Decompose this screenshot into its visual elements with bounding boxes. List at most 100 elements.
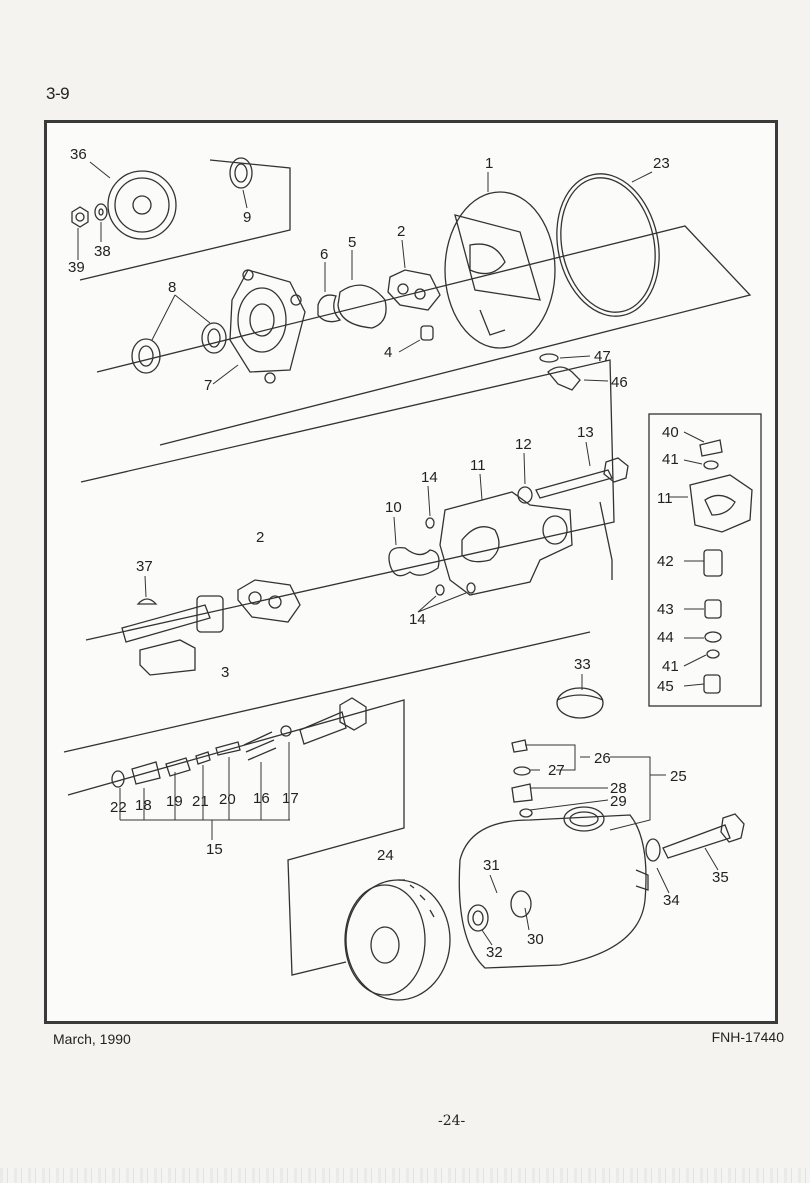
callout-28: 28 [610, 780, 627, 797]
callout-40: 40 [662, 424, 679, 441]
callout-2-lower: 2 [256, 529, 264, 546]
relief-valve-inset [648, 413, 762, 707]
o-ring-14c [466, 582, 476, 594]
callout-31: 31 [483, 857, 500, 874]
spring-16 [243, 731, 277, 761]
scan-artifact-strip [0, 1168, 810, 1183]
page-number: -24- [438, 1113, 466, 1129]
callout-46: 46 [611, 374, 628, 391]
callout-12: 12 [515, 436, 532, 453]
callout-1: 1 [485, 155, 493, 172]
callout-21: 21 [192, 793, 209, 810]
plug-15 [299, 711, 347, 745]
callout-labels: 1 2 2 3 4 5 6 7 8 9 10 11 11 12 13 14 14… [68, 146, 729, 961]
end-cover-11 [439, 491, 573, 596]
callout-26: 26 [594, 750, 611, 767]
valve-19 [165, 757, 191, 777]
o-ring-23 [556, 173, 660, 317]
callout-25: 25 [670, 768, 687, 785]
revision-date: March, 1990 [53, 1031, 131, 1047]
cap-33 [556, 687, 604, 719]
callout-11-inset: 11 [657, 490, 673, 507]
washer-34 [645, 838, 661, 862]
o-ring-14a [425, 517, 435, 529]
o-ring-14b [435, 584, 445, 596]
callout-18: 18 [135, 797, 152, 814]
pin-20 [215, 741, 241, 756]
callout-32: 32 [486, 944, 503, 961]
section-reference: 3-9 [46, 84, 70, 103]
elbow-fitting-46 [547, 366, 581, 391]
callout-4: 4 [384, 344, 392, 361]
callout-35: 35 [712, 869, 729, 886]
callout-33: 33 [574, 656, 591, 673]
callout-39: 39 [68, 259, 85, 276]
callout-22: 22 [110, 799, 127, 816]
callout-29: 29 [610, 793, 627, 810]
gear-36 [107, 170, 177, 240]
callout-34: 34 [663, 892, 680, 909]
bolt-13 [535, 469, 613, 499]
bolt-35 [662, 824, 731, 859]
pump-body-7 [229, 269, 306, 384]
callout-23: 23 [653, 155, 670, 172]
key-37 [136, 598, 158, 605]
callout-11: 11 [470, 457, 486, 474]
callout-17: 17 [282, 790, 299, 807]
pin-4 [420, 325, 434, 341]
callout-43: 43 [657, 601, 674, 618]
callout-41-lower: 41 [662, 658, 679, 675]
valve-18 [131, 761, 161, 785]
reservoir-25 [458, 806, 649, 969]
callout-7: 7 [204, 377, 212, 394]
callout-13: 13 [577, 424, 594, 441]
fitting-28 [511, 783, 533, 803]
seal-9 [229, 157, 253, 189]
part-code: FNH-17440 [711, 1029, 784, 1045]
seal-8b [131, 338, 161, 374]
seal-8a [201, 322, 227, 354]
callout-14: 14 [421, 469, 438, 486]
washer-22 [111, 770, 125, 788]
pin-21 [195, 751, 211, 765]
washer-38 [94, 203, 108, 221]
o-ring-17 [280, 725, 292, 737]
callout-44: 44 [657, 629, 674, 646]
seal-10 [388, 546, 440, 577]
nut-39 [71, 206, 89, 228]
callout-20: 20 [219, 791, 236, 808]
bolt-26 [511, 739, 528, 753]
pump-housing-1 [444, 191, 556, 349]
callout-2: 2 [397, 223, 405, 240]
callout-6: 6 [320, 246, 328, 263]
callout-47: 47 [594, 348, 611, 365]
pressure-plate-2b [237, 579, 301, 623]
callout-41: 41 [662, 451, 679, 468]
callout-36: 36 [70, 146, 87, 163]
callout-37: 37 [136, 558, 153, 575]
o-ring-29 [519, 808, 533, 818]
callout-24: 24 [377, 847, 394, 864]
washer-27 [513, 766, 531, 776]
callout-9: 9 [243, 209, 251, 226]
callout-30: 30 [527, 931, 544, 948]
callout-38: 38 [94, 243, 111, 260]
o-ring-47 [539, 353, 559, 363]
callout-3: 3 [221, 664, 229, 681]
washer-12 [517, 486, 533, 504]
pressure-plate-2 [387, 269, 441, 311]
callout-14-lower: 14 [409, 611, 426, 628]
callout-42: 42 [657, 553, 674, 570]
callout-45: 45 [657, 678, 674, 695]
callout-19: 19 [166, 793, 183, 810]
callout-15: 15 [206, 841, 223, 858]
o-ring-5 [337, 284, 387, 329]
leader-lines [77, 161, 719, 946]
callout-8: 8 [168, 279, 176, 296]
seal-6 [317, 294, 342, 323]
callout-10: 10 [385, 499, 402, 516]
gear-shaft-3 [121, 595, 224, 676]
filter-24 [344, 879, 451, 1001]
callout-5: 5 [348, 234, 356, 251]
